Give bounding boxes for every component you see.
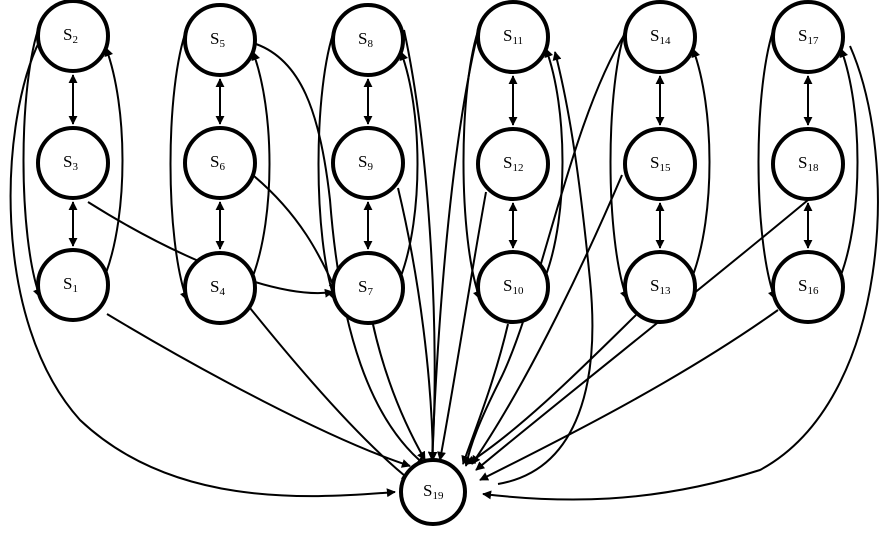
edge-s4-to-s5 xyxy=(251,51,271,277)
node-s16-circle xyxy=(771,250,845,324)
node-s19: S19 xyxy=(399,458,467,526)
node-s15: S15 xyxy=(623,127,697,201)
edge-s17-to-s19 xyxy=(482,45,879,501)
edge-s17-to-s16 xyxy=(757,24,777,300)
edge-s16-to-s19 xyxy=(479,309,779,481)
node-s1: S1 xyxy=(36,248,110,322)
node-s9-label: S9 xyxy=(358,152,373,173)
edges-layer xyxy=(9,23,879,501)
edge-s13-to-s19 xyxy=(466,314,637,465)
edge-s6-to-s7 xyxy=(253,175,337,292)
node-s16-label: S16 xyxy=(798,276,819,297)
node-s2-label: S2 xyxy=(63,25,78,46)
node-s2: S2 xyxy=(36,0,110,73)
node-s3-circle xyxy=(36,126,110,200)
node-s17-label: S17 xyxy=(798,26,819,47)
node-s2-circle xyxy=(36,0,110,73)
node-s4-circle xyxy=(183,251,257,325)
node-s19-circle xyxy=(399,458,467,526)
node-s8-circle xyxy=(331,3,405,77)
node-s18: S18 xyxy=(771,127,845,201)
node-s12: S12 xyxy=(476,127,550,201)
edge-s19-to-s11 xyxy=(497,51,594,485)
node-s18-circle xyxy=(771,127,845,201)
node-s14-circle xyxy=(623,0,697,74)
node-s11: S11 xyxy=(476,0,550,74)
node-s6-circle xyxy=(183,126,257,200)
node-s15-label: S15 xyxy=(650,153,671,174)
node-s11-label: S11 xyxy=(503,26,523,47)
edge-s1-to-s19 xyxy=(106,313,411,468)
node-s1-circle xyxy=(36,248,110,322)
edge-s10-to-s19 xyxy=(461,323,509,465)
node-s4: S4 xyxy=(183,251,257,325)
node-s8: S8 xyxy=(331,3,405,77)
node-s8-label: S8 xyxy=(358,29,373,50)
edge-s2-to-s19 xyxy=(9,39,396,498)
node-s13-circle xyxy=(623,250,697,324)
node-s14: S14 xyxy=(623,0,697,74)
node-s14-label: S14 xyxy=(650,26,671,47)
node-s3: S3 xyxy=(36,126,110,200)
edge-s5-to-s19 xyxy=(255,43,426,466)
node-s6-label: S6 xyxy=(210,152,225,173)
edge-s11-to-s19 xyxy=(427,31,479,461)
edge-s1-to-s2 xyxy=(104,47,124,274)
node-s19-label: S19 xyxy=(423,481,444,502)
edge-s18-to-s19 xyxy=(475,199,809,471)
edge-s5-to-s4 xyxy=(169,27,189,301)
node-s5: S5 xyxy=(183,3,257,77)
node-s16: S16 xyxy=(771,250,845,324)
edge-s13-to-s14 xyxy=(691,48,711,276)
edge-s7-to-s19 xyxy=(371,319,426,461)
node-s7: S7 xyxy=(331,251,405,325)
edge-s7-to-s8 xyxy=(399,51,419,277)
node-s12-label: S12 xyxy=(503,153,523,174)
node-s13-label: S13 xyxy=(650,276,671,297)
node-s1-label: S1 xyxy=(63,274,78,295)
node-s18-label: S18 xyxy=(798,153,819,174)
node-s5-circle xyxy=(183,3,257,77)
nodes-layer: S1S2S3S4S5S6S7S8S9S10S11S12S13S14S15S16S… xyxy=(36,0,845,526)
node-s15-circle xyxy=(623,127,697,201)
node-s3-label: S3 xyxy=(63,152,78,173)
node-s10-label: S10 xyxy=(503,276,524,297)
node-s7-circle xyxy=(331,251,405,325)
edge-s15-to-s19 xyxy=(471,174,623,465)
edge-s4-to-s19 xyxy=(249,307,411,481)
node-s17-circle xyxy=(771,0,845,74)
edge-s12-to-s19 xyxy=(437,191,487,461)
node-s4-label: S4 xyxy=(210,277,225,298)
edge-s10-to-s11 xyxy=(544,48,564,276)
node-s5-label: S5 xyxy=(210,29,225,50)
node-s9-circle xyxy=(331,126,405,200)
edge-s2-to-s1 xyxy=(22,23,42,298)
node-s13: S13 xyxy=(623,250,697,324)
edge-s9-to-s19 xyxy=(397,187,438,461)
node-s11-circle xyxy=(476,0,550,74)
node-s10-circle xyxy=(476,250,550,324)
node-s7-label: S7 xyxy=(358,277,373,298)
node-s9: S9 xyxy=(331,126,405,200)
edge-s16-to-s17 xyxy=(839,48,859,276)
node-s12-circle xyxy=(476,127,550,201)
edge-s14-to-s13 xyxy=(609,24,629,300)
node-s6: S6 xyxy=(183,126,257,200)
node-s10: S10 xyxy=(476,250,550,324)
node-s17: S17 xyxy=(771,0,845,74)
